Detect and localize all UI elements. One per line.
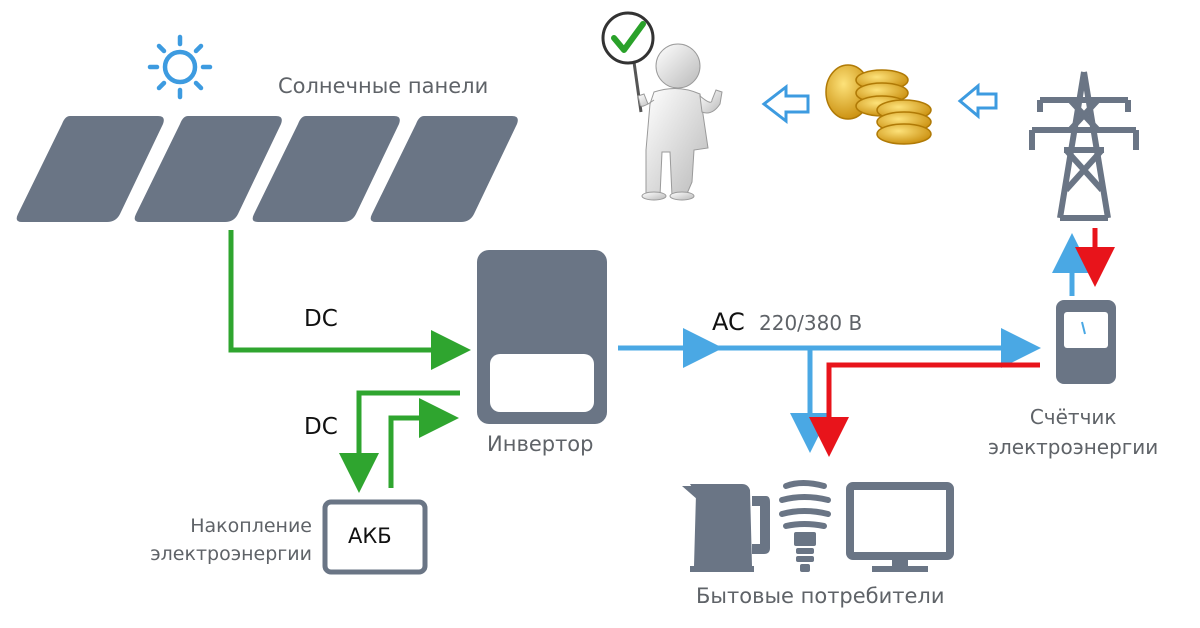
power-tower-icon [1029,71,1139,221]
kettle-icon [682,484,770,572]
dc-line-panels-to-inverter [228,230,471,370]
inverter-icon [477,250,607,424]
dc-line-inverter-to-battery [339,390,460,493]
coins-icon [825,64,932,145]
storage-label: Накопление электроэнергии [136,512,312,568]
dc-line-battery-to-inverter [388,398,459,488]
storage-label-line2: электроэнергии [150,543,312,565]
person-thumbs-up-icon [632,43,723,201]
battery-label: АКБ [348,524,392,548]
ac-label: AC [712,308,745,336]
solar-panel-icon [16,116,518,222]
checkmark-icon [601,11,655,65]
arrow-left-icon [761,83,810,125]
lamp-base-icon [794,532,816,572]
storage-label-line1: Накопление [190,515,312,537]
arrow-left-icon [957,82,998,120]
dc-label-bottom: DC [304,414,338,440]
solar-panels-label: Солнечные панели [278,74,489,98]
voltage-label: 220/380 В [759,311,863,335]
lamp-icon [779,480,831,529]
inverter-label: Инвертор [487,432,594,456]
meter-icon [1056,300,1116,384]
meter-label: Счётчик электроэнергии [988,402,1158,462]
consumers-label: Бытовые потребители [696,584,945,608]
monitor-icon [846,482,954,572]
meter-label-line1: Счётчик [1029,405,1117,429]
dc-label-top: DC [304,306,338,332]
battery-icon [322,499,428,575]
grid-line-to-consumers [809,362,1040,457]
meter-label-line2: электроэнергии [988,435,1159,459]
sun-icon [147,34,213,100]
